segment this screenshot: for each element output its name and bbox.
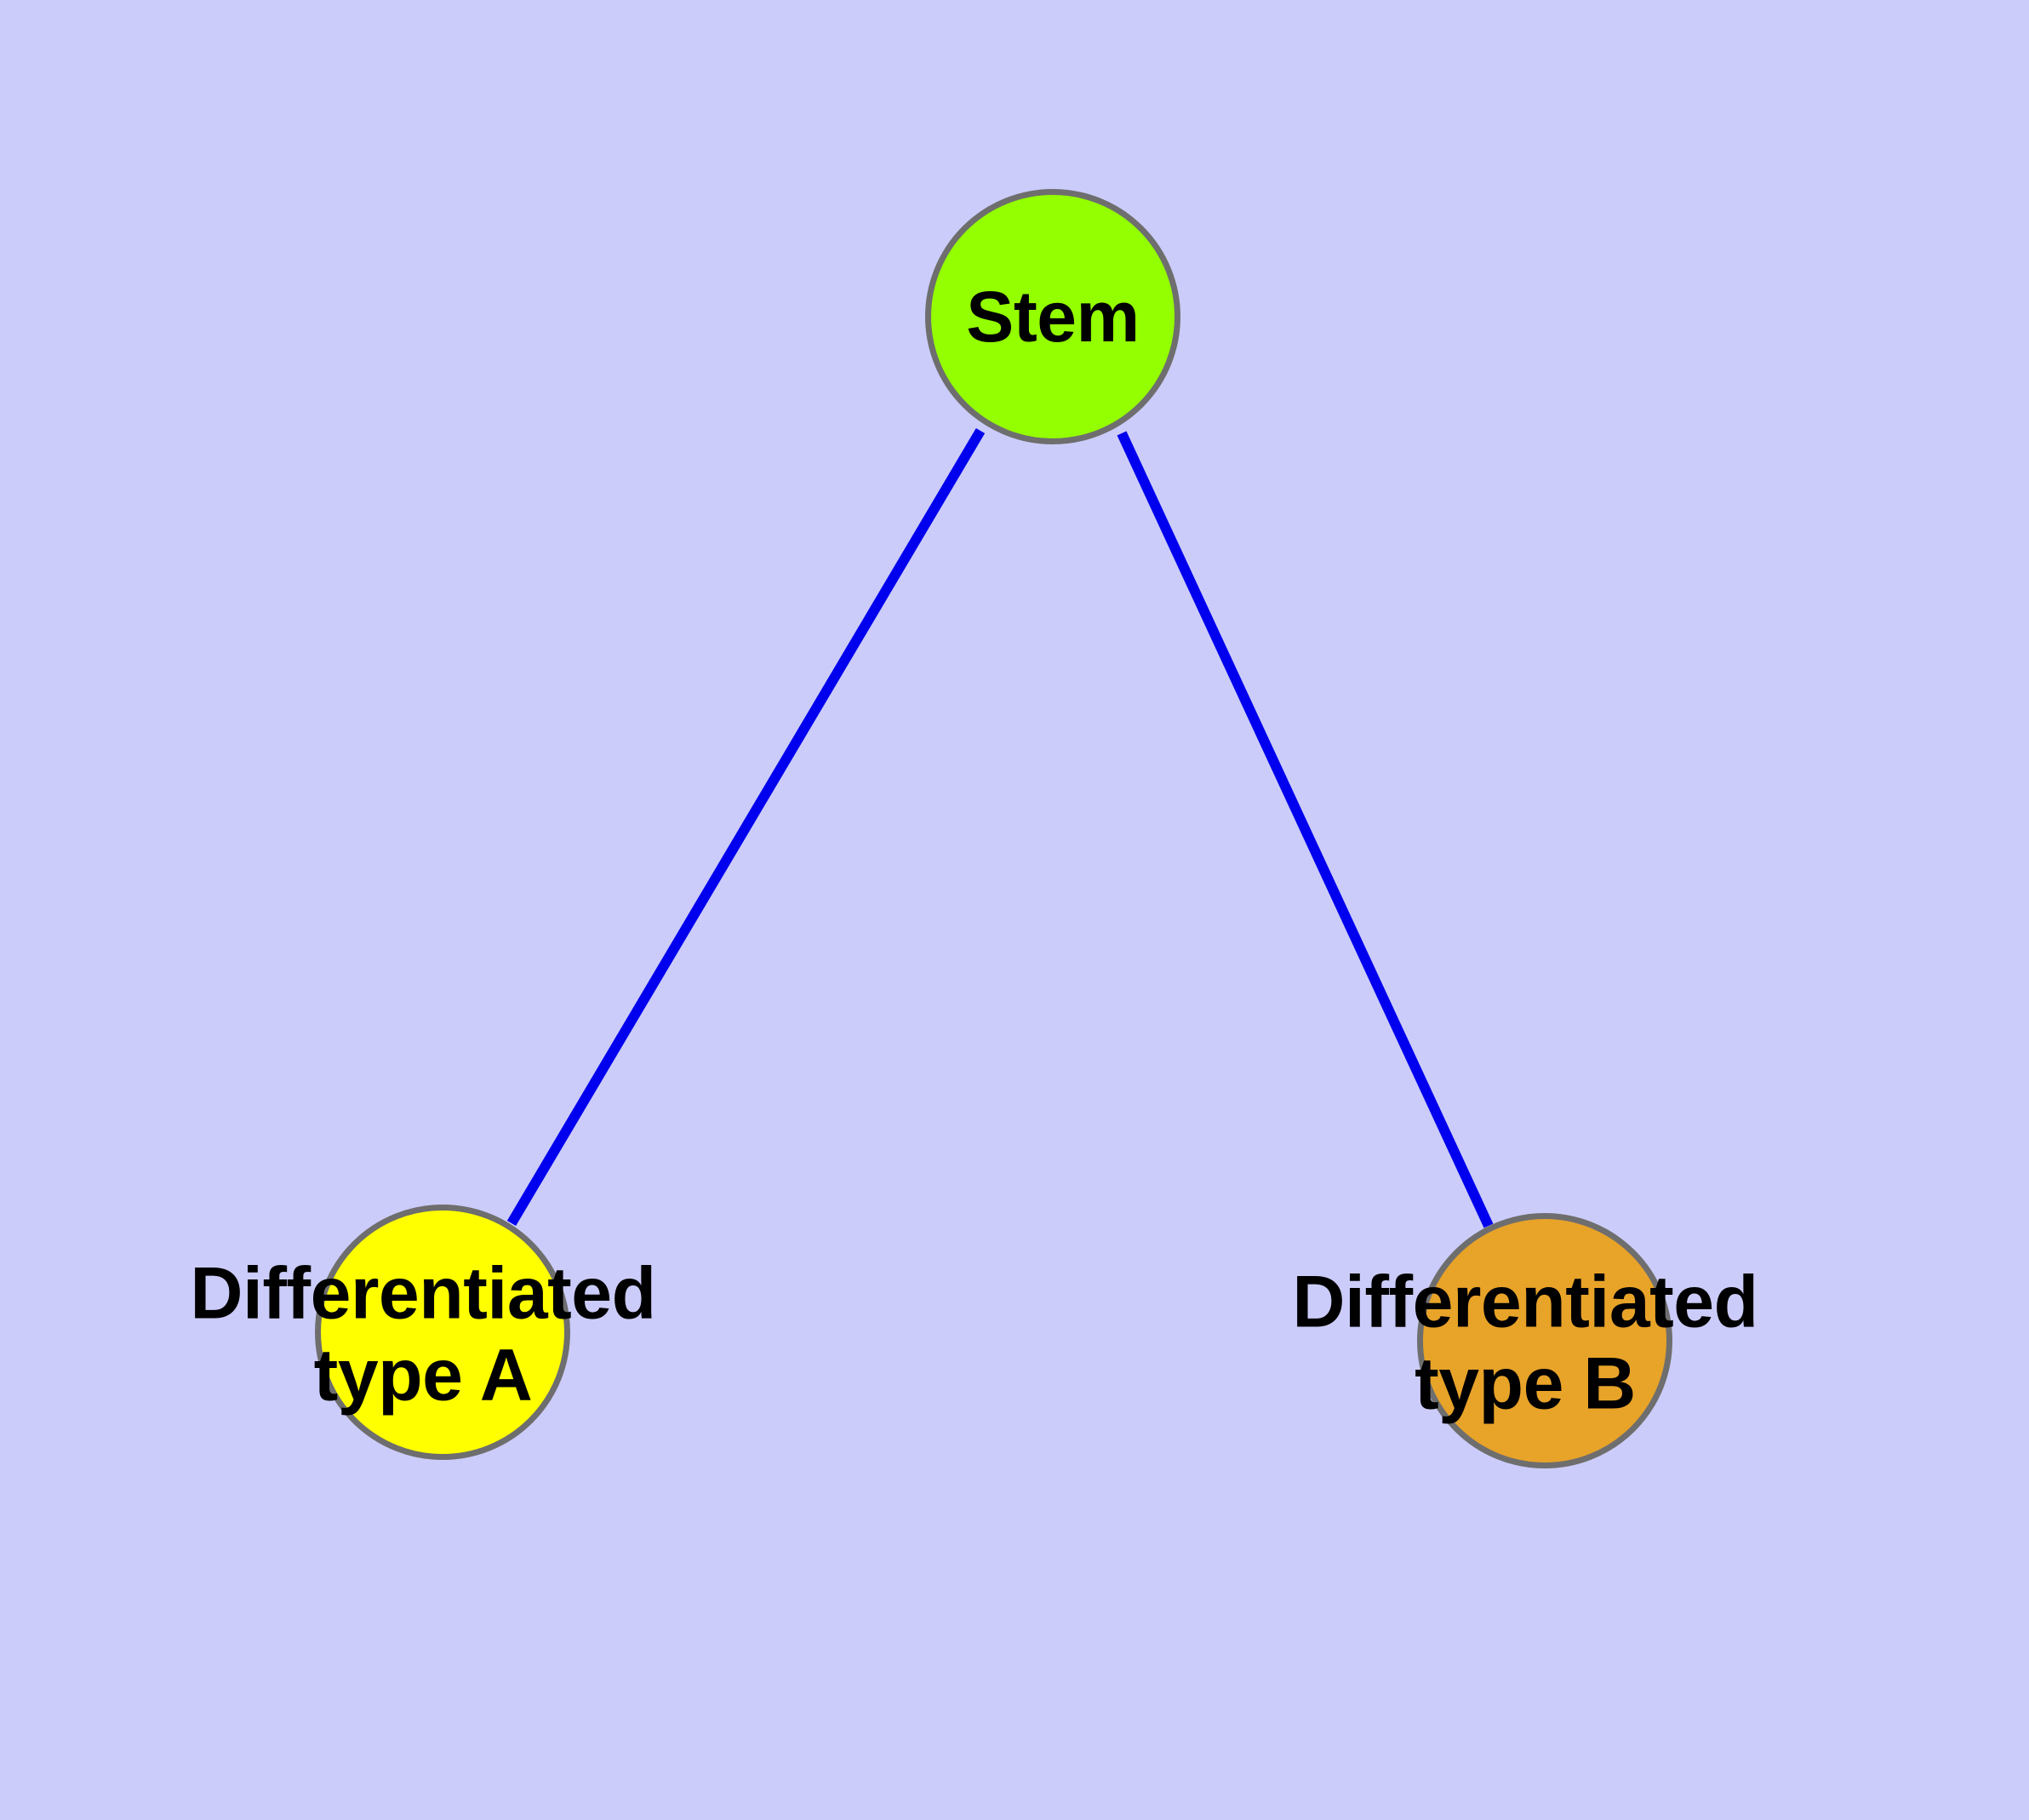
- node-differentiated-type-a[interactable]: [315, 1205, 570, 1460]
- node-stem[interactable]: [925, 189, 1180, 444]
- node-differentiated-type-b[interactable]: [1417, 1213, 1672, 1468]
- edge-stem-to-differentiated-type-a: [506, 427, 986, 1227]
- edge-stem-to-differentiated-type-b: [1117, 431, 1494, 1228]
